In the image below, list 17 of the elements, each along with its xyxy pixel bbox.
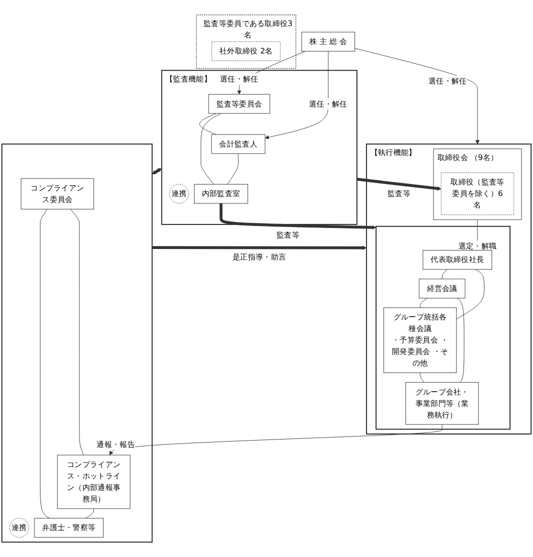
arrow xyxy=(152,168,162,174)
connector xyxy=(40,208,50,518)
arrow xyxy=(356,178,442,191)
connector xyxy=(456,298,464,383)
connector xyxy=(200,113,222,184)
connector xyxy=(227,153,239,184)
arrow xyxy=(152,246,367,250)
connector xyxy=(199,113,217,135)
connector xyxy=(70,208,84,456)
connector xyxy=(420,298,428,308)
connector xyxy=(85,508,94,518)
connector xyxy=(456,269,484,320)
connector xyxy=(420,372,424,383)
arrow xyxy=(220,203,376,230)
connector xyxy=(442,269,448,280)
cluster xyxy=(376,226,511,430)
cluster xyxy=(1,144,153,543)
